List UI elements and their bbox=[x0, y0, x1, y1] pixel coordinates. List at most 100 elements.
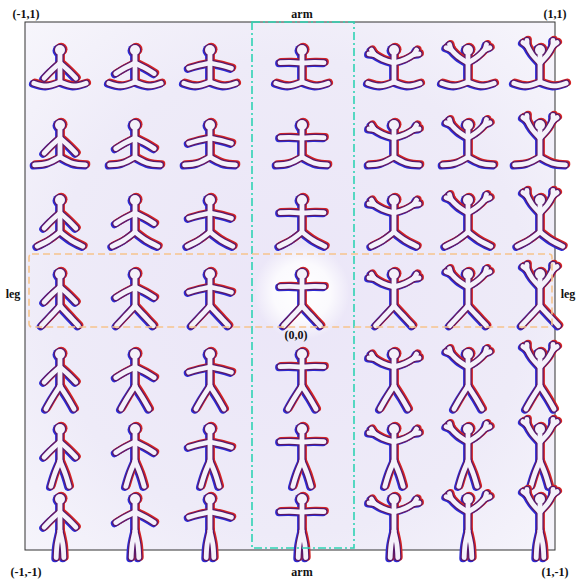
outline-layer bbox=[369, 424, 419, 486]
outline-layer bbox=[446, 193, 492, 246]
head-shape bbox=[463, 494, 473, 504]
head-shape bbox=[462, 348, 474, 360]
limb-stroke bbox=[206, 531, 210, 558]
outline-layer bbox=[524, 344, 558, 409]
limb-stroke bbox=[44, 138, 60, 153]
outline-layer bbox=[522, 490, 556, 558]
limb-stroke bbox=[394, 82, 420, 86]
limb-stroke bbox=[280, 283, 302, 291]
outline-layer bbox=[443, 120, 494, 165]
limb-stroke bbox=[392, 276, 397, 306]
outline-layer bbox=[281, 347, 325, 408]
outline-layer bbox=[277, 119, 328, 165]
limb-stroke bbox=[485, 352, 490, 354]
head-shape bbox=[205, 195, 215, 205]
limb-stroke bbox=[465, 201, 473, 231]
limb-stroke bbox=[298, 431, 305, 461]
head-shape bbox=[130, 269, 140, 279]
limb-stroke bbox=[485, 427, 490, 429]
outline-layer bbox=[44, 494, 76, 558]
limb-stroke bbox=[390, 276, 397, 306]
limb-stroke bbox=[369, 430, 374, 435]
limb-stroke bbox=[485, 497, 490, 499]
limb-stroke bbox=[279, 232, 302, 246]
outline-layer bbox=[445, 194, 491, 247]
limb-stroke bbox=[369, 50, 374, 58]
head-shape bbox=[297, 45, 307, 55]
shape-outline bbox=[279, 422, 325, 487]
outline-layer bbox=[441, 44, 493, 86]
head-shape bbox=[129, 348, 141, 360]
head-shape bbox=[297, 349, 307, 359]
limb-stroke bbox=[37, 232, 60, 246]
outline-layer bbox=[515, 115, 566, 165]
limb-stroke bbox=[280, 508, 302, 516]
outline-layer bbox=[370, 267, 420, 325]
outline-layer bbox=[42, 269, 79, 326]
limb-stroke bbox=[135, 157, 160, 165]
outline-layer bbox=[277, 120, 328, 165]
limb-stroke bbox=[523, 43, 527, 46]
outline-layer bbox=[188, 423, 231, 487]
head-shape bbox=[204, 44, 216, 56]
outline-layer bbox=[369, 268, 419, 326]
outline-layer bbox=[189, 348, 232, 409]
limb-stroke bbox=[549, 40, 556, 45]
limb-stroke bbox=[297, 357, 305, 387]
outline-layer bbox=[37, 194, 83, 247]
limb-stroke bbox=[450, 306, 468, 326]
head-shape bbox=[389, 193, 402, 206]
shape-outline bbox=[40, 267, 79, 327]
head-shape bbox=[462, 268, 474, 280]
head-shape bbox=[463, 347, 476, 360]
limb-stroke bbox=[394, 433, 414, 442]
outline-layer bbox=[443, 119, 494, 165]
limb-stroke bbox=[280, 209, 302, 217]
outline-layer bbox=[279, 423, 323, 487]
limb-stroke bbox=[369, 499, 374, 507]
limb-stroke bbox=[550, 489, 558, 494]
outline-layer bbox=[184, 45, 236, 86]
head-shape bbox=[462, 119, 474, 131]
outline-layer bbox=[279, 348, 323, 409]
limb-stroke bbox=[485, 123, 490, 125]
limb-stroke bbox=[374, 204, 394, 213]
limb-stroke bbox=[135, 138, 154, 149]
outline-layer bbox=[280, 423, 324, 487]
limb-stroke bbox=[300, 276, 305, 306]
shape-outline bbox=[183, 118, 236, 166]
shape-outline bbox=[275, 118, 328, 166]
limb-stroke bbox=[414, 355, 419, 360]
outline-layer bbox=[44, 348, 76, 409]
limb-stroke bbox=[536, 531, 540, 558]
limb-stroke bbox=[446, 272, 451, 274]
limb-stroke bbox=[517, 232, 540, 246]
limb-stroke bbox=[522, 306, 540, 326]
head-shape bbox=[129, 268, 141, 280]
limb-stroke bbox=[42, 306, 60, 326]
limb-stroke bbox=[280, 210, 302, 215]
outline-layer bbox=[369, 423, 419, 487]
head-shape bbox=[129, 194, 141, 206]
limb-stroke bbox=[210, 461, 219, 486]
limb-stroke bbox=[485, 427, 490, 429]
head-shape bbox=[54, 348, 66, 360]
outline-layer bbox=[35, 120, 86, 165]
outline-layer bbox=[115, 423, 154, 487]
limb-stroke bbox=[126, 461, 135, 486]
limb-stroke bbox=[485, 497, 490, 499]
outline-layer bbox=[281, 492, 325, 557]
outline-layer bbox=[445, 195, 491, 247]
outline-layer bbox=[447, 267, 491, 325]
limb-stroke bbox=[368, 82, 394, 86]
head-shape bbox=[389, 118, 402, 131]
limb-stroke bbox=[549, 419, 556, 424]
outline-layer bbox=[522, 345, 556, 410]
limb-stroke bbox=[189, 512, 210, 517]
outline-layer bbox=[281, 267, 325, 325]
limb-stroke bbox=[468, 386, 482, 409]
head-shape bbox=[55, 492, 68, 505]
limb-stroke bbox=[394, 157, 419, 165]
limb-stroke bbox=[465, 355, 473, 385]
limb-stroke bbox=[210, 138, 231, 143]
